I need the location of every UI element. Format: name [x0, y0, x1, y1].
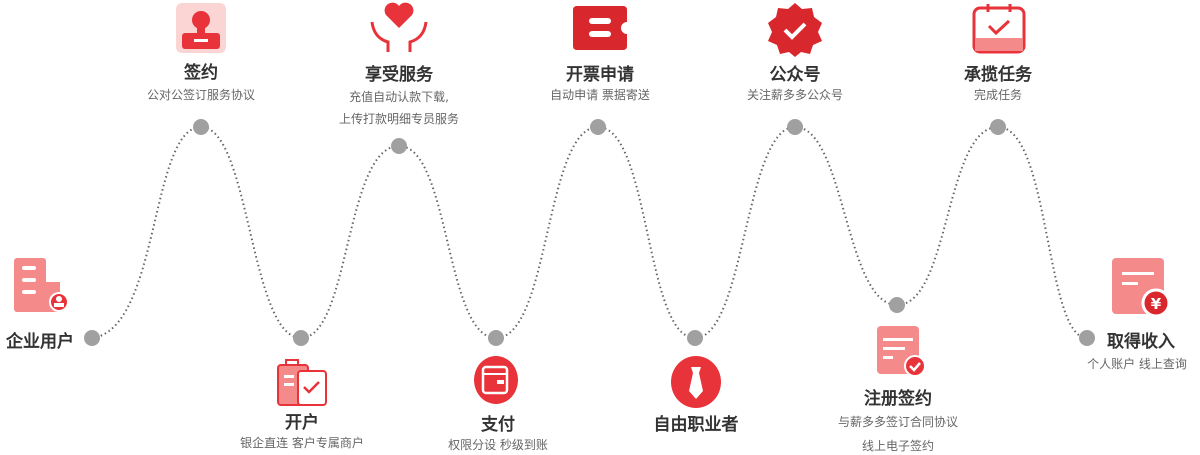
step-title: 支付 [481, 415, 515, 435]
step-title: 取得收入 [1107, 332, 1175, 352]
step-desc: 充值自动认款下载, [349, 90, 449, 104]
step-node-dot [787, 119, 803, 135]
clipboard-check-icon [277, 359, 327, 406]
step-node-dot [391, 138, 407, 154]
step-node-dot [687, 330, 703, 346]
step-desc: 完成任务 [973, 88, 1023, 102]
tie-icon [671, 356, 721, 408]
step-desc: 自动申请 票据寄送 [550, 88, 650, 102]
step-desc: 银企直连 客户专属商户 [240, 436, 364, 450]
step-desc: 关注薪多多公众号 [746, 88, 844, 102]
wallet-icon [474, 356, 518, 404]
step-title: 注册签约 [864, 389, 932, 409]
step-desc: 权限分设 秒级到账 [448, 438, 548, 452]
building-user-icon [14, 258, 69, 312]
step-title: 开户 [285, 413, 319, 433]
stamp-icon [176, 3, 226, 53]
step-title: 承揽任务 [964, 65, 1032, 85]
svg-text:¥: ¥ [1151, 295, 1162, 313]
step-node-dot [1079, 330, 1095, 346]
step-node-dot [488, 330, 504, 346]
step-title: 开票申请 [566, 65, 634, 85]
step-node-dot [889, 297, 905, 313]
step-title: 享受服务 [365, 65, 433, 85]
step-desc: 上传打款明细专员服务 [338, 112, 460, 126]
step-title: 企业用户 [6, 332, 74, 352]
ticket-icon [573, 6, 627, 50]
step-node-dot [193, 119, 209, 135]
step-node-dot [84, 330, 100, 346]
step-title: 自由职业者 [653, 415, 739, 435]
step-desc: 个人账户 线上查询 [1087, 357, 1187, 371]
step-node-dot [590, 119, 606, 135]
step-node-dot [293, 330, 309, 346]
step-node-dot [990, 119, 1006, 135]
step-desc: 公对公签订服务协议 [146, 88, 256, 102]
step-desc: 与薪多多签订合同协议 [837, 415, 959, 429]
task-clipboard-icon [972, 4, 1026, 54]
step-title: 签约 [184, 63, 218, 83]
heart-hands-icon [370, 2, 428, 52]
step-title: 公众号 [769, 65, 821, 85]
document-check-icon [877, 326, 926, 377]
invoice-yen-icon: ¥ [1112, 258, 1170, 318]
step-desc: 线上电子签约 [861, 439, 935, 453]
badge-check-icon [768, 3, 822, 57]
